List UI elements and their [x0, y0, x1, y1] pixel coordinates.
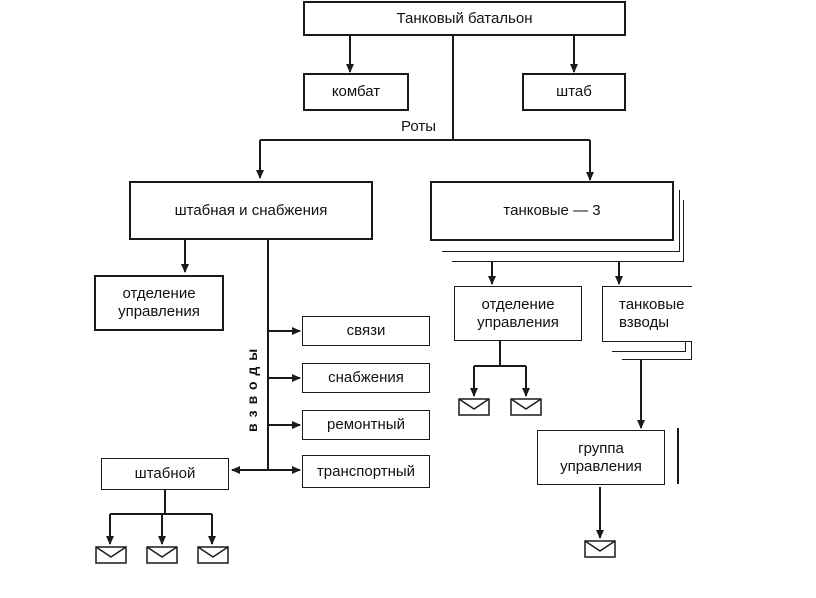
tank-envelope-icon — [146, 546, 178, 564]
tank-envelope-icon — [197, 546, 229, 564]
transport-label: транспортный — [316, 462, 416, 480]
repair-platoon-box: ремонтный — [302, 410, 430, 440]
repair-label: ремонтный — [327, 416, 405, 433]
shtab-box: штаб — [522, 73, 626, 111]
tank-envelope-icon — [584, 540, 616, 558]
roty-label: Роты — [401, 118, 437, 135]
hq-section-right-box: отделение управления — [454, 286, 582, 341]
hq-section-right-label: отделение управления — [477, 295, 559, 331]
supply-platoon-box: снабжения — [302, 363, 430, 393]
tank-envelope-icon — [458, 398, 490, 416]
battalion-box: Танковый батальон — [303, 1, 626, 36]
tank-companies-label: танковые — 3 — [503, 202, 601, 219]
signals-label: связи — [346, 322, 386, 339]
signals-platoon-box: связи — [302, 316, 430, 346]
kombat-label: комбат — [331, 83, 381, 100]
hq-supply-company-box: штабная и снабжения — [129, 181, 373, 240]
tank-companies-box: танковые — 3 — [430, 181, 674, 241]
transport-platoon-box: транспортный — [302, 455, 430, 488]
platoons-vertical-label: взводы — [244, 322, 260, 432]
platoons-label: взводы — [244, 342, 260, 432]
hq-section-left-label: отделение управления — [118, 285, 200, 320]
control-group-label: группа управления — [560, 439, 642, 475]
battalion-label: Танковый батальон — [396, 9, 533, 27]
kombat-box: комбат — [303, 73, 409, 111]
supply-label: снабжения — [328, 369, 404, 386]
tank-envelope-icon — [510, 398, 542, 416]
shtab-label: штаб — [556, 83, 592, 100]
hq-supply-company-label: штабная и снабжения — [174, 201, 328, 219]
hq-section-left-box: отделение управления — [94, 275, 224, 331]
tank-platoons-label: танковые взводы — [619, 296, 685, 331]
hq-platoon-label: штабной — [134, 465, 196, 482]
control-group-box: группа управления — [537, 430, 665, 485]
tank-platoons-box: танковые взводы — [602, 286, 692, 342]
tank-envelope-icon — [95, 546, 127, 564]
hq-platoon-box: штабной — [101, 458, 229, 490]
